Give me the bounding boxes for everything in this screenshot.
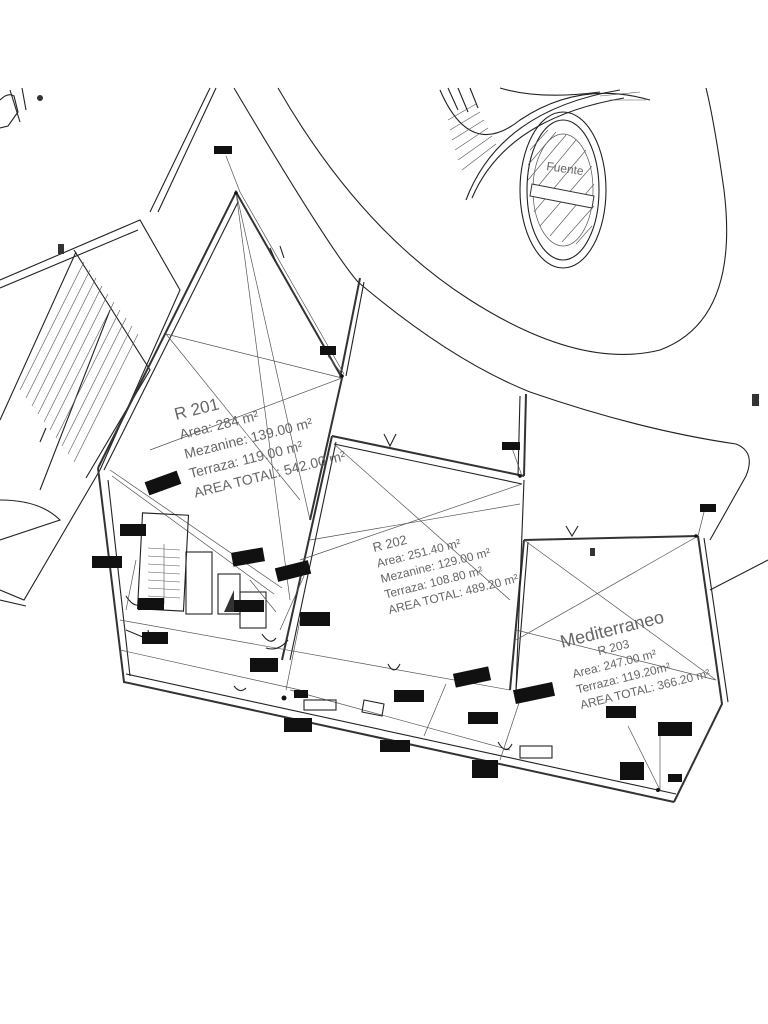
stair-core bbox=[125, 512, 289, 650]
left-wing bbox=[0, 219, 181, 607]
room-r202: R 202 Area: 251.40 m² Mezanine: 129.00 m… bbox=[371, 532, 520, 617]
wall-fixtures bbox=[233, 245, 595, 759]
room-r203: Mediterraneo R 203 Area: 247.00 m² Terra… bbox=[558, 607, 711, 712]
annotation-tags bbox=[92, 146, 716, 792]
top-left-fragment bbox=[0, 87, 43, 129]
curved-road bbox=[149, 87, 768, 591]
fuente-label: Fuente bbox=[546, 159, 585, 178]
annotation-leaders bbox=[125, 155, 705, 791]
fountain: Fuente bbox=[439, 87, 651, 269]
roof-lines bbox=[109, 191, 717, 751]
